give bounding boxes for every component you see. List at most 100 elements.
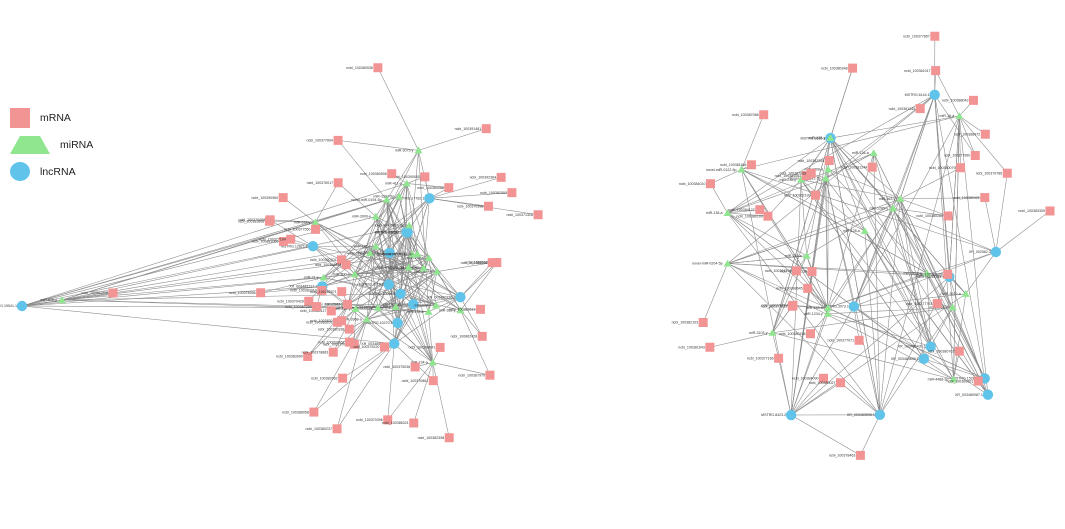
mrna-square-icon [706,179,715,188]
mrna-square-icon [916,104,925,113]
mrna-node: ncbi_100378396 [229,288,265,297]
node-label: ncbi_100386203 [306,321,333,325]
node-label: ncbi_100384127 [728,208,755,212]
mirna-node: miR-21-y [304,274,328,281]
node-label: ncbi_100387226 [285,305,312,309]
mrna-node: ncbi_100388645 [776,284,812,293]
lncrna-circle-icon [983,390,993,400]
mrna-square-icon [380,342,389,351]
node-label: miR-674-y [294,220,311,224]
mrna-square-icon [478,332,487,341]
mrna-node: ncbi_100379786 [976,169,1012,178]
mrna-square-icon [789,301,798,310]
mrna-square-icon [848,64,857,73]
edge [840,383,879,415]
mrna-square-icon [763,212,772,221]
mrna-square-icon [944,211,953,220]
mrna-node: ncbi_100381759 [765,266,801,275]
node-label: ncbi_100380338 [318,327,345,331]
mrna-square-icon [705,343,714,352]
node-label: ncbi_100384088 [417,186,444,190]
node-label: ncbi_100383990 [276,355,303,359]
node-label: ncbi_100380198 [779,332,806,336]
mrna-square-icon [856,451,865,460]
mrna-square-icon [1046,206,1055,215]
node-label: ncbi_100377550 [284,228,311,232]
lncrna-circle-icon [455,292,465,302]
mirna-node: miR-145-a [806,304,832,311]
mrna-square-icon [485,371,494,380]
mrna-square-icon [755,205,764,214]
lncrna-node: MSTRG.17782.1 [397,193,434,203]
node-label: miR-132-y [809,136,826,140]
mrna-node: ncbi_100380421 [953,193,989,202]
edge [378,68,419,151]
node-label: miR-126-a [852,151,869,155]
node-label: ncbi_100862428 [81,291,108,295]
edge [966,252,996,294]
mirna-node: novel-miR-0066-3p [374,222,414,229]
mirna-node: miR-3968-a [343,316,371,323]
mrna-square-icon [974,377,983,386]
edge [985,198,996,252]
mrna-square-icon [806,329,815,338]
mirna-node: miR-3000-y [352,213,380,220]
node-label: ncbi_100390841 [409,346,436,350]
edge [801,180,807,256]
mrna-node: ncbi_100375036 [384,362,420,371]
mrna-node: ncbi_100361017 [904,66,940,75]
edge [355,200,387,275]
node-label: MSTRG.10056.1 [369,292,396,296]
node-label: ncbi_100388645 [776,287,803,291]
mirna-node: miR-3075-y [395,147,423,154]
node-label: ncbi_100382612 [449,308,476,312]
mrna-node: ncbi_100390960 [252,193,288,202]
node-label: ncbi_100386058 [282,410,309,414]
mrna-square-icon [343,300,352,309]
lncrna-circle-icon [395,289,405,299]
mrna-square-icon [338,374,347,383]
mirna-node: novel-miR-0222-5p [382,250,422,257]
lncrna-circle-icon [786,410,796,420]
node-label: ncbi_100382398 [418,436,445,440]
node-label: ncbi_100378463 [829,454,856,458]
lncrna-node: MSTRG.8423.2 [761,410,796,420]
mirna-node: miR-1234-y [804,310,832,317]
node-label: ncbi_100388044 [461,261,488,265]
mrna-node: ncbi_100384088 [417,183,453,192]
node-label: miR-145-a [806,306,823,310]
node-label: ncbi_100382265 [798,159,825,163]
node-label: ncbi_100368624 [315,263,342,267]
mirna-node: miR-363-y [879,195,905,202]
node-label: miR-3103-y [749,331,768,335]
node-label: ncbi_100376694 [761,304,788,308]
mrna-node: ncbi_100377166 [747,354,783,363]
mrna-square-icon [256,288,265,297]
lncrna-node: XR_003483598.1 [847,410,885,420]
node-label: miR-3200-y [372,305,391,309]
node-label: miR-16-a [940,114,955,118]
lncrna-circle-icon [17,301,27,311]
node-label: ncbi_100362199 [784,193,811,197]
lncrna-circle-icon [875,410,885,420]
node-label: ncbi_100380280 [916,214,943,218]
node-label: novel-miR-0204-5p [692,262,723,266]
mirna-node: novel-miR-0204-5p [692,260,732,267]
mrna-node: ncbi_100377960 [944,151,980,160]
edge [996,173,1007,252]
lncrna-circle-icon [919,354,929,364]
mrna-square-icon [373,63,382,72]
mrna-node: ncbi_100380280 [916,211,952,220]
node-label: XR_003483698.1 [891,357,919,361]
node-label: ncbi_100380702 [928,349,955,353]
edge [791,314,828,415]
legend-item-mirna: miRNA [10,131,120,158]
node-label: ncbi_100388043 [942,99,969,103]
mrna-square-icon [836,378,845,387]
mrna-node: ncbi_100360506 [360,169,396,178]
node-label: ncbi_100377071 [828,338,855,342]
lncrna-circle-icon [384,279,394,289]
mrna-square-icon [333,424,342,433]
mrna-node: ncbi_100382062 [311,374,347,383]
mirna-node: miR-223-y [348,250,374,257]
